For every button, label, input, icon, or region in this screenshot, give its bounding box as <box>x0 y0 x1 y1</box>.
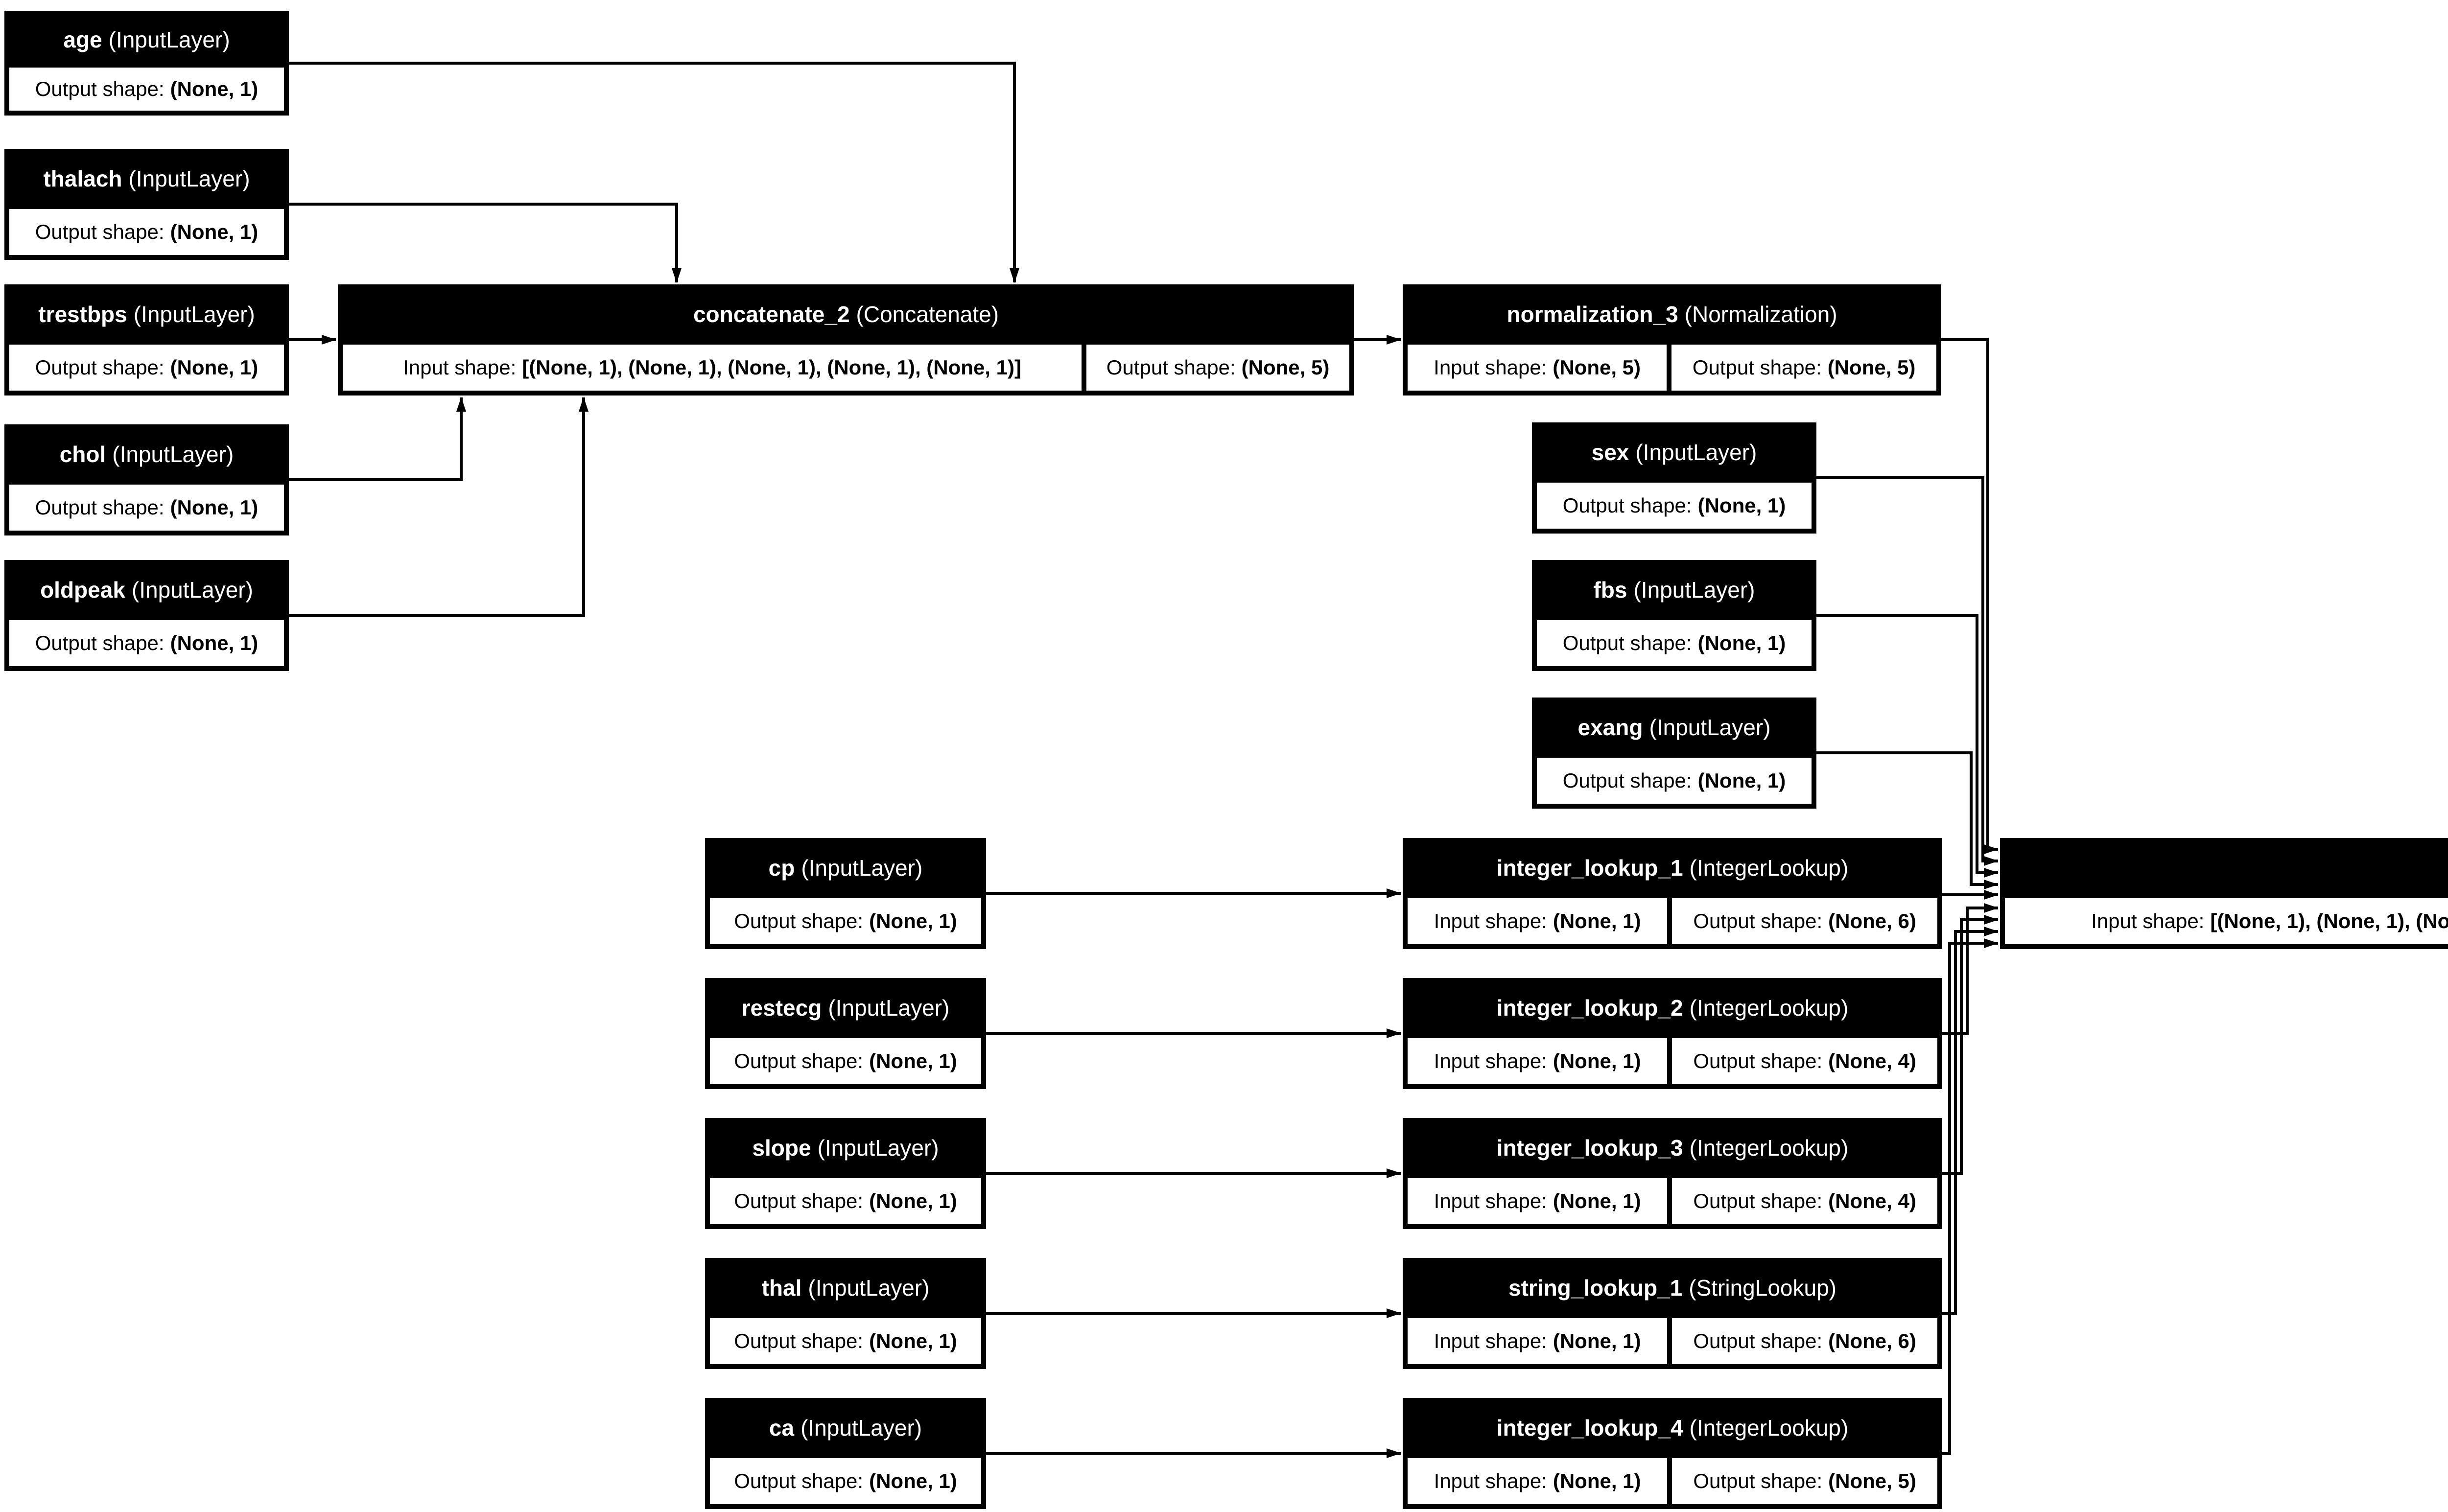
edge-chol-to-concatenate_2 <box>289 397 466 481</box>
node-slope: slope(InputLayer) Output shape:(None, 1) <box>705 1118 986 1229</box>
edge-thalach-to-concatenate_2 <box>289 203 682 283</box>
edge-age-to-concatenate_2 <box>289 62 1019 283</box>
node-slope-output-shape: Output shape:(None, 1) <box>710 1178 981 1224</box>
node-age: age(InputLayer) Output shape:(None, 1) <box>4 11 289 116</box>
node-concatenate_3-title: concatenate_3(Concatenate) <box>2000 838 2448 898</box>
node-string_lookup_1-input-shape: Input shape:(None, 1) <box>1408 1318 1668 1364</box>
node-integer_lookup_4: integer_lookup_4(IntegerLookup) Input sh… <box>1403 1398 1942 1509</box>
node-integer_lookup_1-output-shape: Output shape:(None, 6) <box>1672 898 1937 944</box>
node-normalization_3-output-shape: Output shape:(None, 5) <box>1671 344 1936 391</box>
edge-normalization_3-to-concatenate_3 <box>1941 338 1999 854</box>
node-normalization_3-title: normalization_3(Normalization) <box>1506 302 1837 327</box>
edge-exang-to-concatenate_3 <box>1816 751 1999 889</box>
node-integer_lookup_2-input-shape: Input shape:(None, 1) <box>1408 1038 1668 1084</box>
node-sex-output-shape: Output shape:(None, 1) <box>1537 482 1812 529</box>
node-thalach: thalach(InputLayer) Output shape:(None, … <box>4 149 289 260</box>
node-chol: chol(InputLayer) Output shape:(None, 1) <box>4 424 289 535</box>
node-concatenate_3-input-shape: Input shape:[(None, 1), (None, 1), (None… <box>2005 898 2448 944</box>
node-trestbps-title: trestbps(InputLayer) <box>38 302 255 327</box>
node-chol-title: chol(InputLayer) <box>59 442 234 467</box>
node-oldpeak-output-shape: Output shape:(None, 1) <box>9 620 284 666</box>
node-cp-title: cp(InputLayer) <box>768 855 923 881</box>
node-string_lookup_1-title: string_lookup_1(StringLookup) <box>1508 1275 1836 1301</box>
node-exang: exang(InputLayer) Output shape:(None, 1) <box>1532 698 1816 809</box>
node-string_lookup_1-output-shape: Output shape:(None, 6) <box>1672 1318 1937 1364</box>
node-restecg-output-shape: Output shape:(None, 1) <box>710 1038 981 1084</box>
edge-sex-to-concatenate_3 <box>1816 476 1999 866</box>
node-restecg: restecg(InputLayer) Output shape:(None, … <box>705 978 986 1089</box>
node-sex-title: sex(InputLayer) <box>1591 440 1757 465</box>
node-ca: ca(InputLayer) Output shape:(None, 1) <box>705 1398 986 1509</box>
node-fbs-title: fbs(InputLayer) <box>1593 577 1755 603</box>
node-trestbps-output-shape: Output shape:(None, 1) <box>9 344 284 391</box>
node-thalach-title: thalach(InputLayer) <box>43 166 250 192</box>
node-cp-output-shape: Output shape:(None, 1) <box>710 898 981 944</box>
node-concatenate_2-title: concatenate_2(Concatenate) <box>693 302 999 327</box>
edge-integer_lookup_4-to-concatenate_3 <box>1942 938 1999 1455</box>
node-normalization_3-input-shape: Input shape:(None, 5) <box>1408 344 1667 391</box>
node-integer_lookup_4-output-shape: Output shape:(None, 5) <box>1672 1458 1937 1504</box>
node-restecg-title: restecg(InputLayer) <box>741 995 950 1021</box>
node-integer_lookup_2-title: integer_lookup_2(IntegerLookup) <box>1496 995 1849 1021</box>
node-cp: cp(InputLayer) Output shape:(None, 1) <box>705 838 986 949</box>
node-fbs-output-shape: Output shape:(None, 1) <box>1537 620 1812 666</box>
node-integer_lookup_2-output-shape: Output shape:(None, 4) <box>1672 1038 1937 1084</box>
node-age-title: age(InputLayer) <box>63 26 230 52</box>
node-trestbps: trestbps(InputLayer) Output shape:(None,… <box>4 284 289 395</box>
node-exang-output-shape: Output shape:(None, 1) <box>1537 757 1812 804</box>
node-concatenate_3: concatenate_3(Concatenate) Input shape:[… <box>2000 838 2448 949</box>
node-exang-title: exang(InputLayer) <box>1577 715 1771 741</box>
node-string_lookup_1: string_lookup_1(StringLookup) Input shap… <box>1403 1258 1942 1369</box>
node-ca-title: ca(InputLayer) <box>769 1415 922 1441</box>
node-concatenate_2-input-shape: Input shape:[(None, 1), (None, 1), (None… <box>343 344 1082 391</box>
node-integer_lookup_3-output-shape: Output shape:(None, 4) <box>1672 1178 1937 1224</box>
node-integer_lookup_1-title: integer_lookup_1(IntegerLookup) <box>1496 855 1849 881</box>
edge-oldpeak-to-concatenate_2 <box>289 397 588 617</box>
node-thal-output-shape: Output shape:(None, 1) <box>710 1318 981 1364</box>
node-integer_lookup_3-title: integer_lookup_3(IntegerLookup) <box>1496 1135 1849 1161</box>
node-integer_lookup_1: integer_lookup_1(IntegerLookup) Input sh… <box>1403 838 1942 949</box>
node-fbs: fbs(InputLayer) Output shape:(None, 1) <box>1532 560 1816 671</box>
node-normalization_3: normalization_3(Normalization) Input sha… <box>1403 284 1941 395</box>
node-integer_lookup_3-input-shape: Input shape:(None, 1) <box>1408 1178 1668 1224</box>
node-integer_lookup_2: integer_lookup_2(IntegerLookup) Input sh… <box>1403 978 1942 1089</box>
node-integer_lookup_3: integer_lookup_3(IntegerLookup) Input sh… <box>1403 1118 1942 1229</box>
node-ca-output-shape: Output shape:(None, 1) <box>710 1458 981 1504</box>
node-age-output-shape: Output shape:(None, 1) <box>9 68 284 111</box>
edge-fbs-to-concatenate_3 <box>1816 614 1999 878</box>
edge-integer_lookup_3-to-concatenate_3 <box>1942 915 1999 1175</box>
node-sex: sex(InputLayer) Output shape:(None, 1) <box>1532 422 1816 534</box>
node-concatenate_2: concatenate_2(Concatenate) Input shape:[… <box>338 284 1354 395</box>
node-thal: thal(InputLayer) Output shape:(None, 1) <box>705 1258 986 1369</box>
node-slope-title: slope(InputLayer) <box>752 1135 939 1161</box>
node-thalach-output-shape: Output shape:(None, 1) <box>9 209 284 255</box>
node-oldpeak-title: oldpeak(InputLayer) <box>40 577 253 603</box>
node-integer_lookup_4-title: integer_lookup_4(IntegerLookup) <box>1496 1415 1849 1441</box>
node-integer_lookup_4-input-shape: Input shape:(None, 1) <box>1408 1458 1668 1504</box>
node-oldpeak: oldpeak(InputLayer) Output shape:(None, … <box>4 560 289 671</box>
node-concatenate_2-output-shape: Output shape:(None, 5) <box>1086 344 1349 391</box>
node-integer_lookup_1-input-shape: Input shape:(None, 1) <box>1408 898 1668 944</box>
node-thal-title: thal(InputLayer) <box>761 1275 930 1301</box>
node-chol-output-shape: Output shape:(None, 1) <box>9 484 284 531</box>
